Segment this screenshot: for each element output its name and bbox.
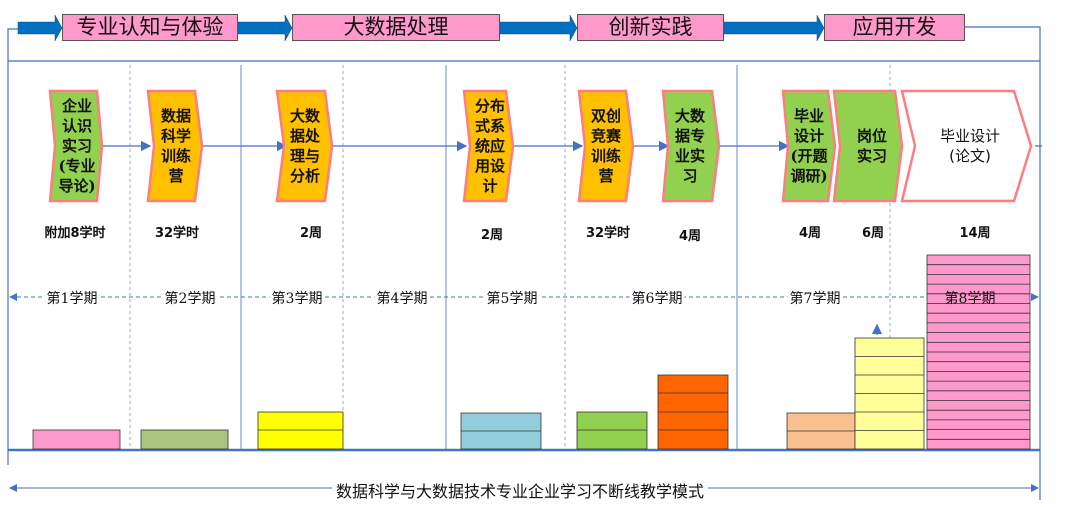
duration-label: 4周	[798, 226, 822, 241]
activity-label: 数据科学训练营	[160, 107, 191, 185]
activity-label: 大数据处理与分析	[289, 107, 320, 185]
bar-5	[576, 411, 648, 450]
activity-label: 毕业设计(开题调研)	[790, 107, 828, 185]
chevron-2	[146, 89, 204, 203]
bar-3	[257, 411, 344, 450]
semester-label: 第3学期	[269, 288, 325, 308]
frame-lines	[7, 26, 1041, 500]
duration-label: 32学时	[585, 226, 631, 241]
duration-label: 32学时	[154, 226, 200, 241]
semester-label: 第6学期	[629, 288, 685, 308]
activity-label: 岗位实习	[856, 127, 887, 165]
semester-label: 第2学期	[162, 288, 218, 308]
phase-flow-arrows	[17, 14, 825, 42]
bar-1	[32, 429, 121, 450]
phase-2: 大数据处理	[292, 14, 500, 41]
chevron-4	[462, 89, 515, 203]
activity-label: 企业认识实习(专业导论)	[58, 97, 96, 195]
chevron-6	[661, 89, 721, 203]
chevron-1	[48, 89, 104, 203]
duration-label: 2周	[299, 226, 323, 241]
diagram-caption: 数据科学与大数据技术专业企业学习不断线教学模式	[0, 478, 1040, 502]
caption-text: 数据科学与大数据技术专业企业学习不断线教学模式	[331, 482, 708, 501]
phase-3: 创新实践	[577, 14, 724, 41]
duration-label: 4周	[678, 229, 702, 244]
chevron-7	[781, 89, 837, 203]
activity-label: 双创竞赛训练营	[590, 107, 621, 185]
workload-bars	[32, 254, 1031, 450]
semester-label: 第1学期	[44, 288, 100, 308]
chevron-3	[275, 89, 334, 203]
activity-label: 大数据专业实习	[674, 107, 705, 185]
duration-label: 6周	[861, 226, 885, 241]
semester-label: 第7学期	[787, 288, 843, 308]
semester-label: 第4学期	[374, 288, 430, 308]
activity-chevrons	[48, 89, 1033, 203]
chevron-8	[832, 89, 904, 203]
duration-label: 2周	[480, 228, 504, 243]
activity-label: 毕业设计(论文)	[939, 127, 1000, 165]
bar-2	[140, 429, 229, 450]
semester-label: 第5学期	[484, 288, 540, 308]
chevron-9	[900, 89, 1033, 203]
phase-4: 应用开发	[824, 14, 965, 41]
duration-label: 14周	[959, 226, 991, 241]
chevron-5	[577, 89, 635, 203]
activity-label: 分布式系统应用设计	[474, 97, 505, 195]
duration-label: 附加8学时	[44, 226, 106, 241]
semester-label: 第8学期	[944, 291, 996, 307]
phase-1: 专业认知与体验	[62, 14, 238, 41]
